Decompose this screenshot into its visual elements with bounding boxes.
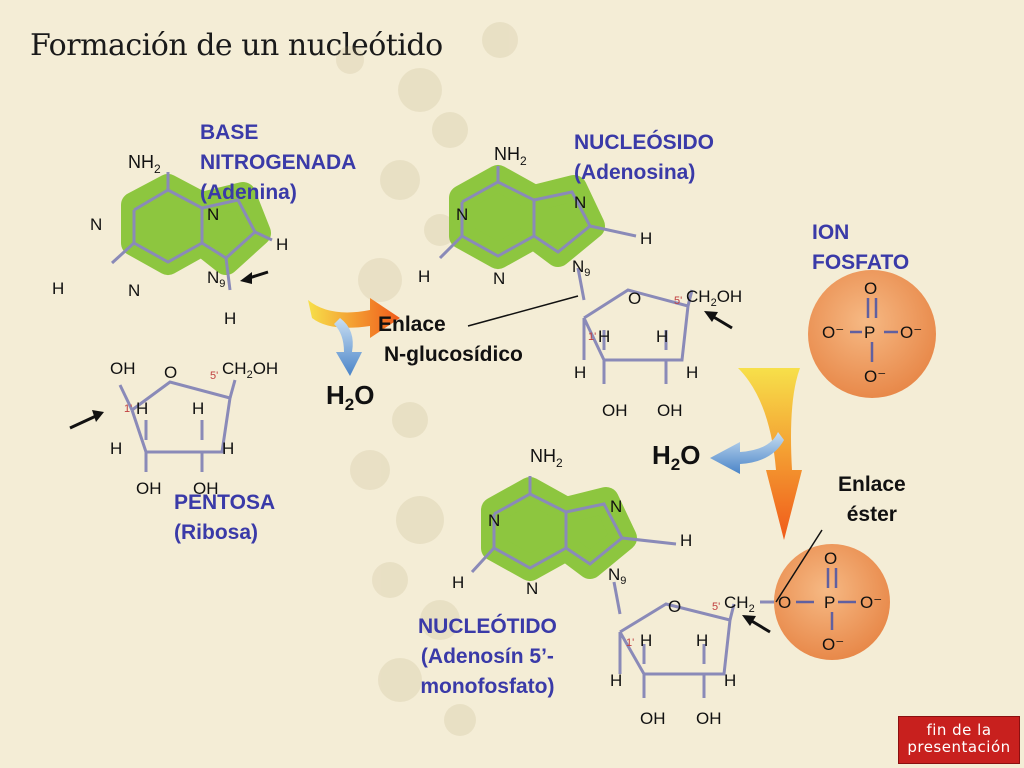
nucleotide-atom: N — [526, 579, 538, 598]
ribose-ring-oxygen: O — [164, 363, 177, 382]
adenosine-atom: H — [656, 327, 668, 346]
enlace-ng-label: Enlace N-glucosídico — [378, 313, 523, 366]
adenine-atom: H — [224, 309, 236, 328]
ribose-ch2oh: CH2OH — [222, 359, 278, 381]
nucleotide-n9: N9 — [608, 565, 626, 587]
phosphate-atom: O⁻ — [864, 367, 886, 386]
adenosine-atom: H — [598, 327, 610, 346]
adenosine-atom: H — [686, 363, 698, 382]
phosphate-atom: O⁻ — [860, 593, 882, 612]
adenosine-atom: H — [640, 229, 652, 248]
nucleotide-nh2: NH2 — [530, 446, 563, 470]
ribose-atom: H — [110, 439, 122, 458]
adenine-atom: H — [52, 279, 64, 298]
adenosine-atom: N — [493, 269, 505, 288]
nucleotide-atom: H — [696, 631, 708, 650]
adenosine-atom: H — [418, 267, 430, 286]
nucleotide-atom: H — [640, 631, 652, 650]
slide-title: Formación de un nucleótido — [30, 28, 443, 63]
nucleotide-one-prime: 1' — [626, 637, 634, 649]
end-presentation-button[interactable]: fin de la presentación — [898, 716, 1020, 764]
end-button-line2: presentación — [907, 738, 1011, 756]
enlace-ester-label: Enlace éster — [838, 473, 906, 526]
pointer-arrow-icon — [69, 410, 104, 430]
base-label: BASE NITROGENADA (Adenina) — [200, 121, 357, 204]
phosphate-p: P — [864, 323, 875, 342]
nucleotide-five-prime: 5' — [712, 601, 720, 613]
nucleosido-label: NUCLEÓSIDO (Adenosina) — [574, 131, 715, 184]
ribose-molecule: OH O 5' CH2OH 1' H H H H OH OH — [69, 359, 278, 498]
reaction-arrow-icon — [308, 298, 400, 376]
adenine-nh2: NH2 — [128, 152, 161, 176]
end-button-line1: fin de la — [926, 721, 992, 739]
water-label: H2O — [326, 380, 375, 415]
adenosine-atom: N — [456, 205, 468, 224]
phosphate-p: P — [824, 593, 835, 612]
ribose-one-prime: 1' — [124, 403, 132, 415]
nucleotide-atom: OH — [696, 709, 722, 728]
adenosine-atom: OH — [657, 401, 683, 420]
adenine-atom: N — [207, 205, 219, 224]
phosphate-atom: O — [864, 279, 877, 298]
adenosine-atom: OH — [602, 401, 628, 420]
ribose-atom: H — [222, 439, 234, 458]
adenosine-n9: N9 — [572, 257, 590, 279]
nucleotide-atom: N — [610, 497, 622, 516]
adenosine-one-prime: 1' — [588, 331, 596, 343]
phosphate-atom: O — [824, 549, 837, 568]
nucleotide-molecule: NH2 N N N H H N9 O 5' CH2 1' H H H H OH … — [452, 446, 890, 728]
adenine-n9: N9 — [207, 268, 225, 290]
ribose-five-prime: 5' — [210, 370, 218, 382]
adenosine-ch2oh: CH2OH — [686, 287, 742, 309]
reaction-arrow-icon — [710, 368, 802, 540]
adenosine-ring-oxygen: O — [628, 289, 641, 308]
adenosine-atom: N — [574, 193, 586, 212]
nucleotide-phosphate — [774, 544, 890, 660]
ribose-atom: H — [136, 399, 148, 418]
pointer-arrow-icon — [742, 615, 771, 634]
ribose-atom: H — [192, 399, 204, 418]
adenine-atom: N — [128, 281, 140, 300]
enlace-ester-pointer — [775, 529, 823, 603]
ribose-atom: OH — [110, 359, 136, 378]
ion-fosfato-label: ION FOSFATO — [812, 221, 910, 274]
phosphate-atom: O⁻ — [900, 323, 922, 342]
phosphate-ion: O O⁻ P O⁻ O⁻ — [808, 270, 936, 398]
background-helix — [336, 22, 518, 736]
nucleotido-label: NUCLEÓTIDO (Adenosín 5’- monofosfato) — [418, 615, 557, 698]
adenine-atom: N — [90, 215, 102, 234]
nucleotide-atom: H — [680, 531, 692, 550]
nucleotide-atom: H — [610, 671, 622, 690]
nucleotide-atom: N — [488, 511, 500, 530]
ribose-atom: OH — [136, 479, 162, 498]
pointer-arrow-icon — [704, 311, 733, 330]
water-label: H2O — [652, 440, 701, 475]
phosphate-atom: O⁻ — [822, 323, 844, 342]
phosphate-atom: O — [778, 593, 791, 612]
nucleotide-atom: OH — [640, 709, 666, 728]
adenosine-molecule: NH2 N N N H H N9 O 5' CH2OH 1' H H H H O… — [418, 144, 742, 420]
ribose-atom: OH — [193, 479, 219, 498]
adenine-atom: H — [276, 235, 288, 254]
nucleotide-ch2: CH2 — [724, 593, 755, 615]
adenine-molecule: NH2 N N N H H N9 H — [52, 152, 288, 328]
nucleotide-ring-oxygen: O — [668, 597, 681, 616]
adenosine-nh2: NH2 — [494, 144, 527, 168]
nucleotide-atom: H — [724, 671, 736, 690]
pentosa-label: PENTOSA (Ribosa) — [174, 491, 276, 544]
adenosine-five-prime: 5' — [674, 295, 682, 307]
adenosine-atom: H — [574, 363, 586, 382]
phosphate-atom: O⁻ — [822, 635, 844, 654]
pointer-arrow-icon — [240, 270, 269, 284]
nucleotide-atom: H — [452, 573, 464, 592]
enlace-ng-pointer — [467, 295, 579, 327]
